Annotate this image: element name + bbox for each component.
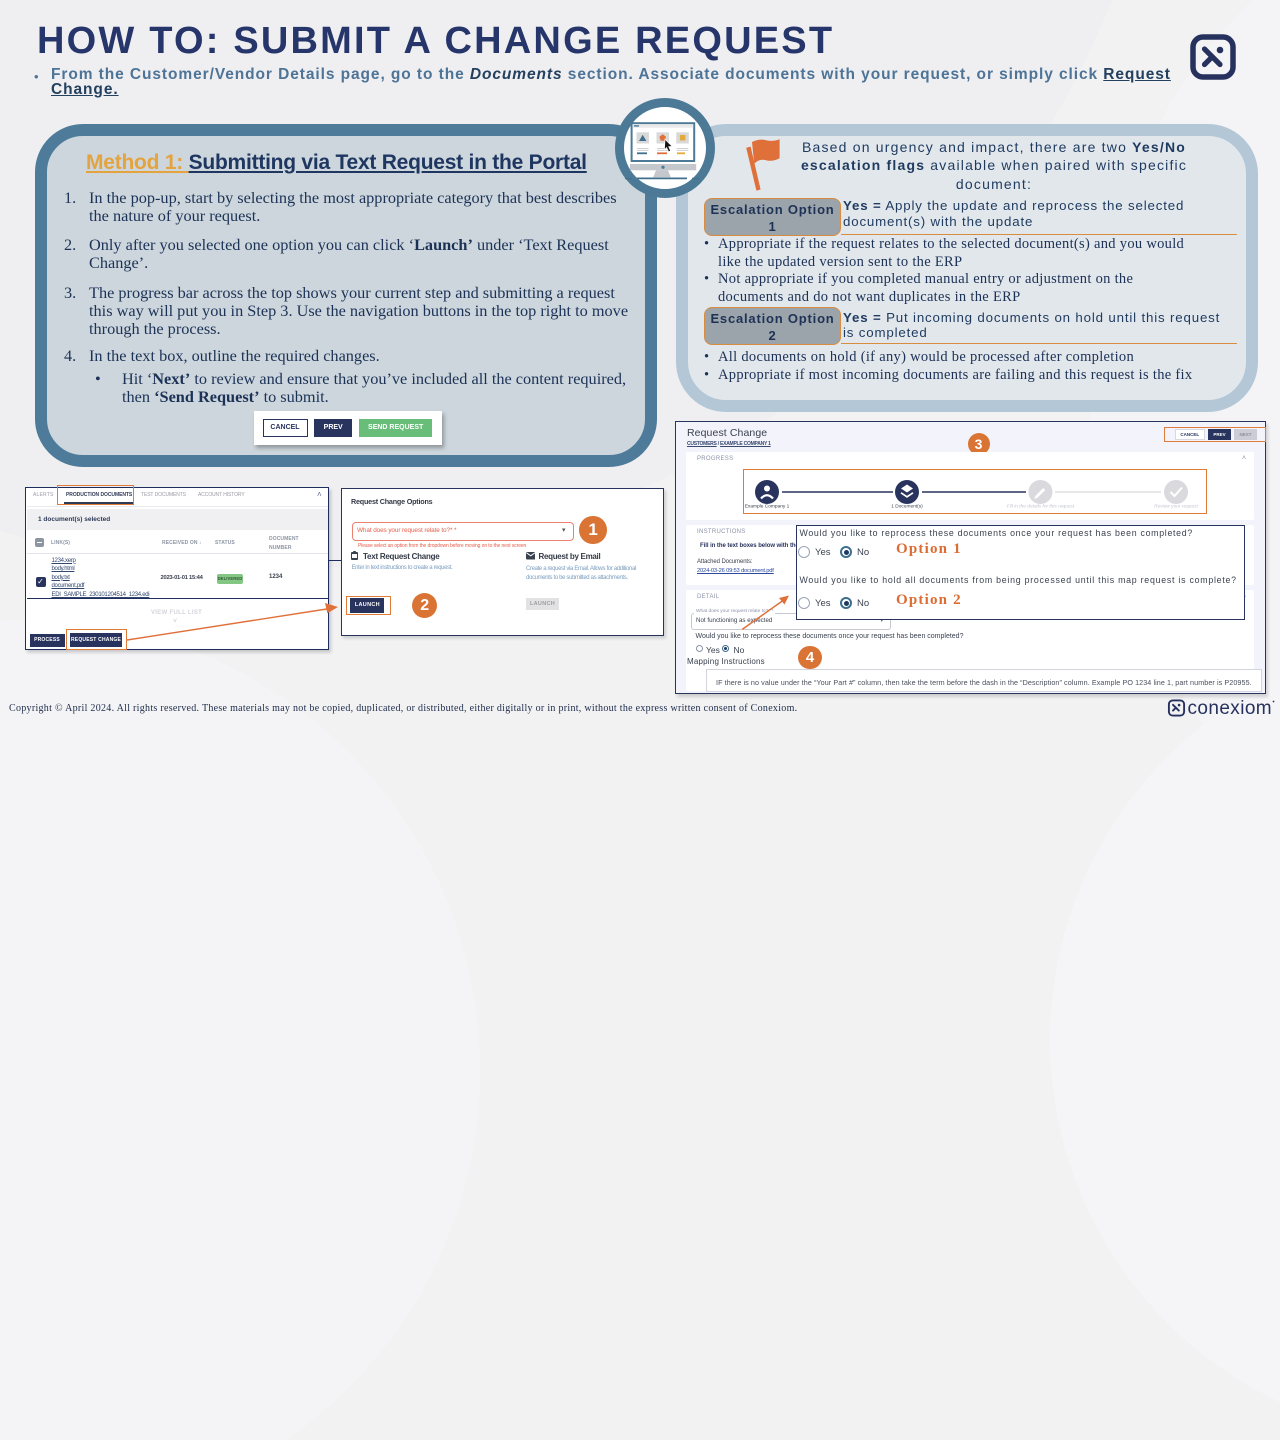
svg-text:Review your request: Review your request <box>1154 504 1198 510</box>
svg-text:Fill in the details for this r: Fill in the details for this request <box>1006 504 1074 510</box>
svg-text:Example Company 1: Example Company 1 <box>744 504 789 510</box>
svg-text:conexiom: conexiom <box>1188 698 1273 718</box>
svg-text:1 Document(s): 1 Document(s) <box>891 504 923 510</box>
